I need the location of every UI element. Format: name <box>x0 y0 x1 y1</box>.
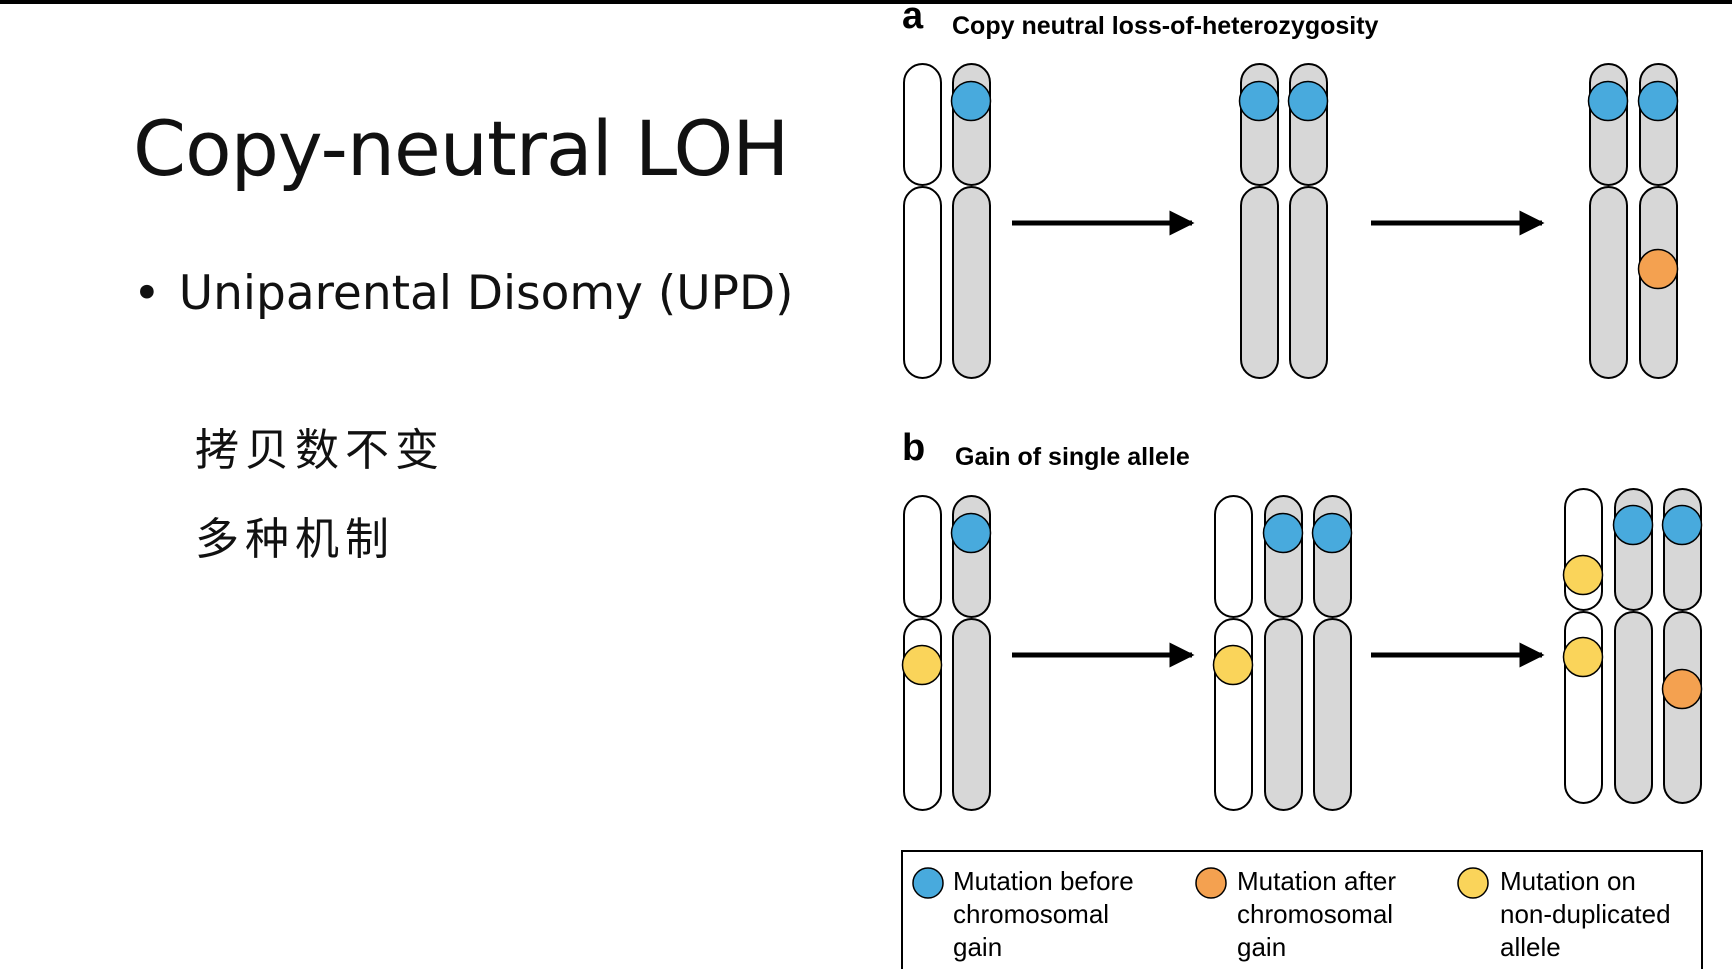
legend-label-line: Mutation before <box>953 866 1134 896</box>
legend-orange-dot <box>1195 867 1227 899</box>
chromosome-gray-arm-lower <box>952 618 991 811</box>
note-multiple-mechanisms: 多种机制 <box>195 514 395 565</box>
legend-label-line: non-duplicated <box>1500 899 1671 929</box>
panel-a-letter: a <box>902 4 924 37</box>
bullet-item: • Uniparental Disomy (UPD) <box>133 266 793 321</box>
mutation-blue-dot <box>1587 80 1629 122</box>
bullet-text: Uniparental Disomy (UPD) <box>178 266 794 321</box>
slide: Copy-neutral LOH • Uniparental Disomy (UP… <box>0 4 1732 969</box>
legend-blue-dot <box>912 867 944 899</box>
chromosome-gray-arm-lower <box>1589 186 1628 379</box>
legend-item-mutation-after-gain: Mutation after chromosomal gain <box>1195 866 1396 962</box>
panel-a-title: Copy neutral loss-of-heterozygosity <box>952 12 1379 40</box>
chromosome-gray-arm-lower <box>952 186 991 379</box>
legend-label-line: Mutation on <box>1500 866 1636 896</box>
panel-b-title: Gain of single allele <box>955 443 1190 471</box>
mutation-blue-dot <box>1311 512 1353 554</box>
legend: Mutation before chromosomal gain Mutatio… <box>901 850 1703 969</box>
chromosome-gray-arm-lower <box>1264 618 1303 811</box>
legend-yellow-dot <box>1457 867 1489 899</box>
mutation-yellow-dot <box>901 644 943 686</box>
chromosome-white-arm-upper <box>903 63 942 186</box>
legend-item-mutation-before-gain: Mutation before chromosomal gain <box>912 866 1134 962</box>
chromosome-white-arm-upper <box>1214 495 1253 618</box>
mutation-orange-dot <box>1661 668 1703 710</box>
legend-label-line: gain <box>953 932 1002 962</box>
legend-label-line: allele <box>1500 932 1561 962</box>
slide-title: Copy-neutral LOH <box>133 104 789 193</box>
legend-label-line: Mutation after <box>1237 866 1396 896</box>
loh-figure: a Copy neutral loss-of-heterozygosity b … <box>901 4 1703 969</box>
mutation-blue-dot <box>1612 504 1654 546</box>
note-copy-number-unchanged: 拷贝数不变 <box>195 425 445 476</box>
panel-a-mutations <box>950 80 1679 290</box>
panel-b-mutations <box>901 504 1703 710</box>
mutation-blue-dot <box>1262 512 1304 554</box>
chromosome-gray-arm-lower <box>1240 186 1279 379</box>
mutation-blue-dot <box>1238 80 1280 122</box>
mutation-blue-dot <box>1661 504 1703 546</box>
legend-label-line: chromosomal <box>1237 899 1393 929</box>
mutation-yellow-dot <box>1562 554 1604 596</box>
panel-b-letter: b <box>902 427 925 469</box>
mutation-blue-dot <box>1637 80 1679 122</box>
legend-label-line: gain <box>1237 932 1286 962</box>
chromosome-gray-arm-lower <box>1289 186 1328 379</box>
mutation-yellow-dot <box>1212 644 1254 686</box>
mutation-blue-dot <box>950 512 992 554</box>
mutation-orange-dot <box>1637 248 1679 290</box>
chromosome-white-arm-upper <box>903 495 942 618</box>
mutation-yellow-dot <box>1562 636 1604 678</box>
mutation-blue-dot <box>950 80 992 122</box>
bullet-marker: • <box>133 266 161 321</box>
mutation-blue-dot <box>1287 80 1329 122</box>
legend-box <box>901 850 1703 969</box>
chromosome-white-arm-lower <box>903 186 942 379</box>
legend-label-line: chromosomal <box>953 899 1109 929</box>
chromosome-gray-arm-lower <box>1313 618 1352 811</box>
chromosome-gray-arm-lower <box>1614 611 1653 804</box>
legend-item-mutation-non-duplicated: Mutation on non-duplicated allele <box>1457 866 1671 962</box>
